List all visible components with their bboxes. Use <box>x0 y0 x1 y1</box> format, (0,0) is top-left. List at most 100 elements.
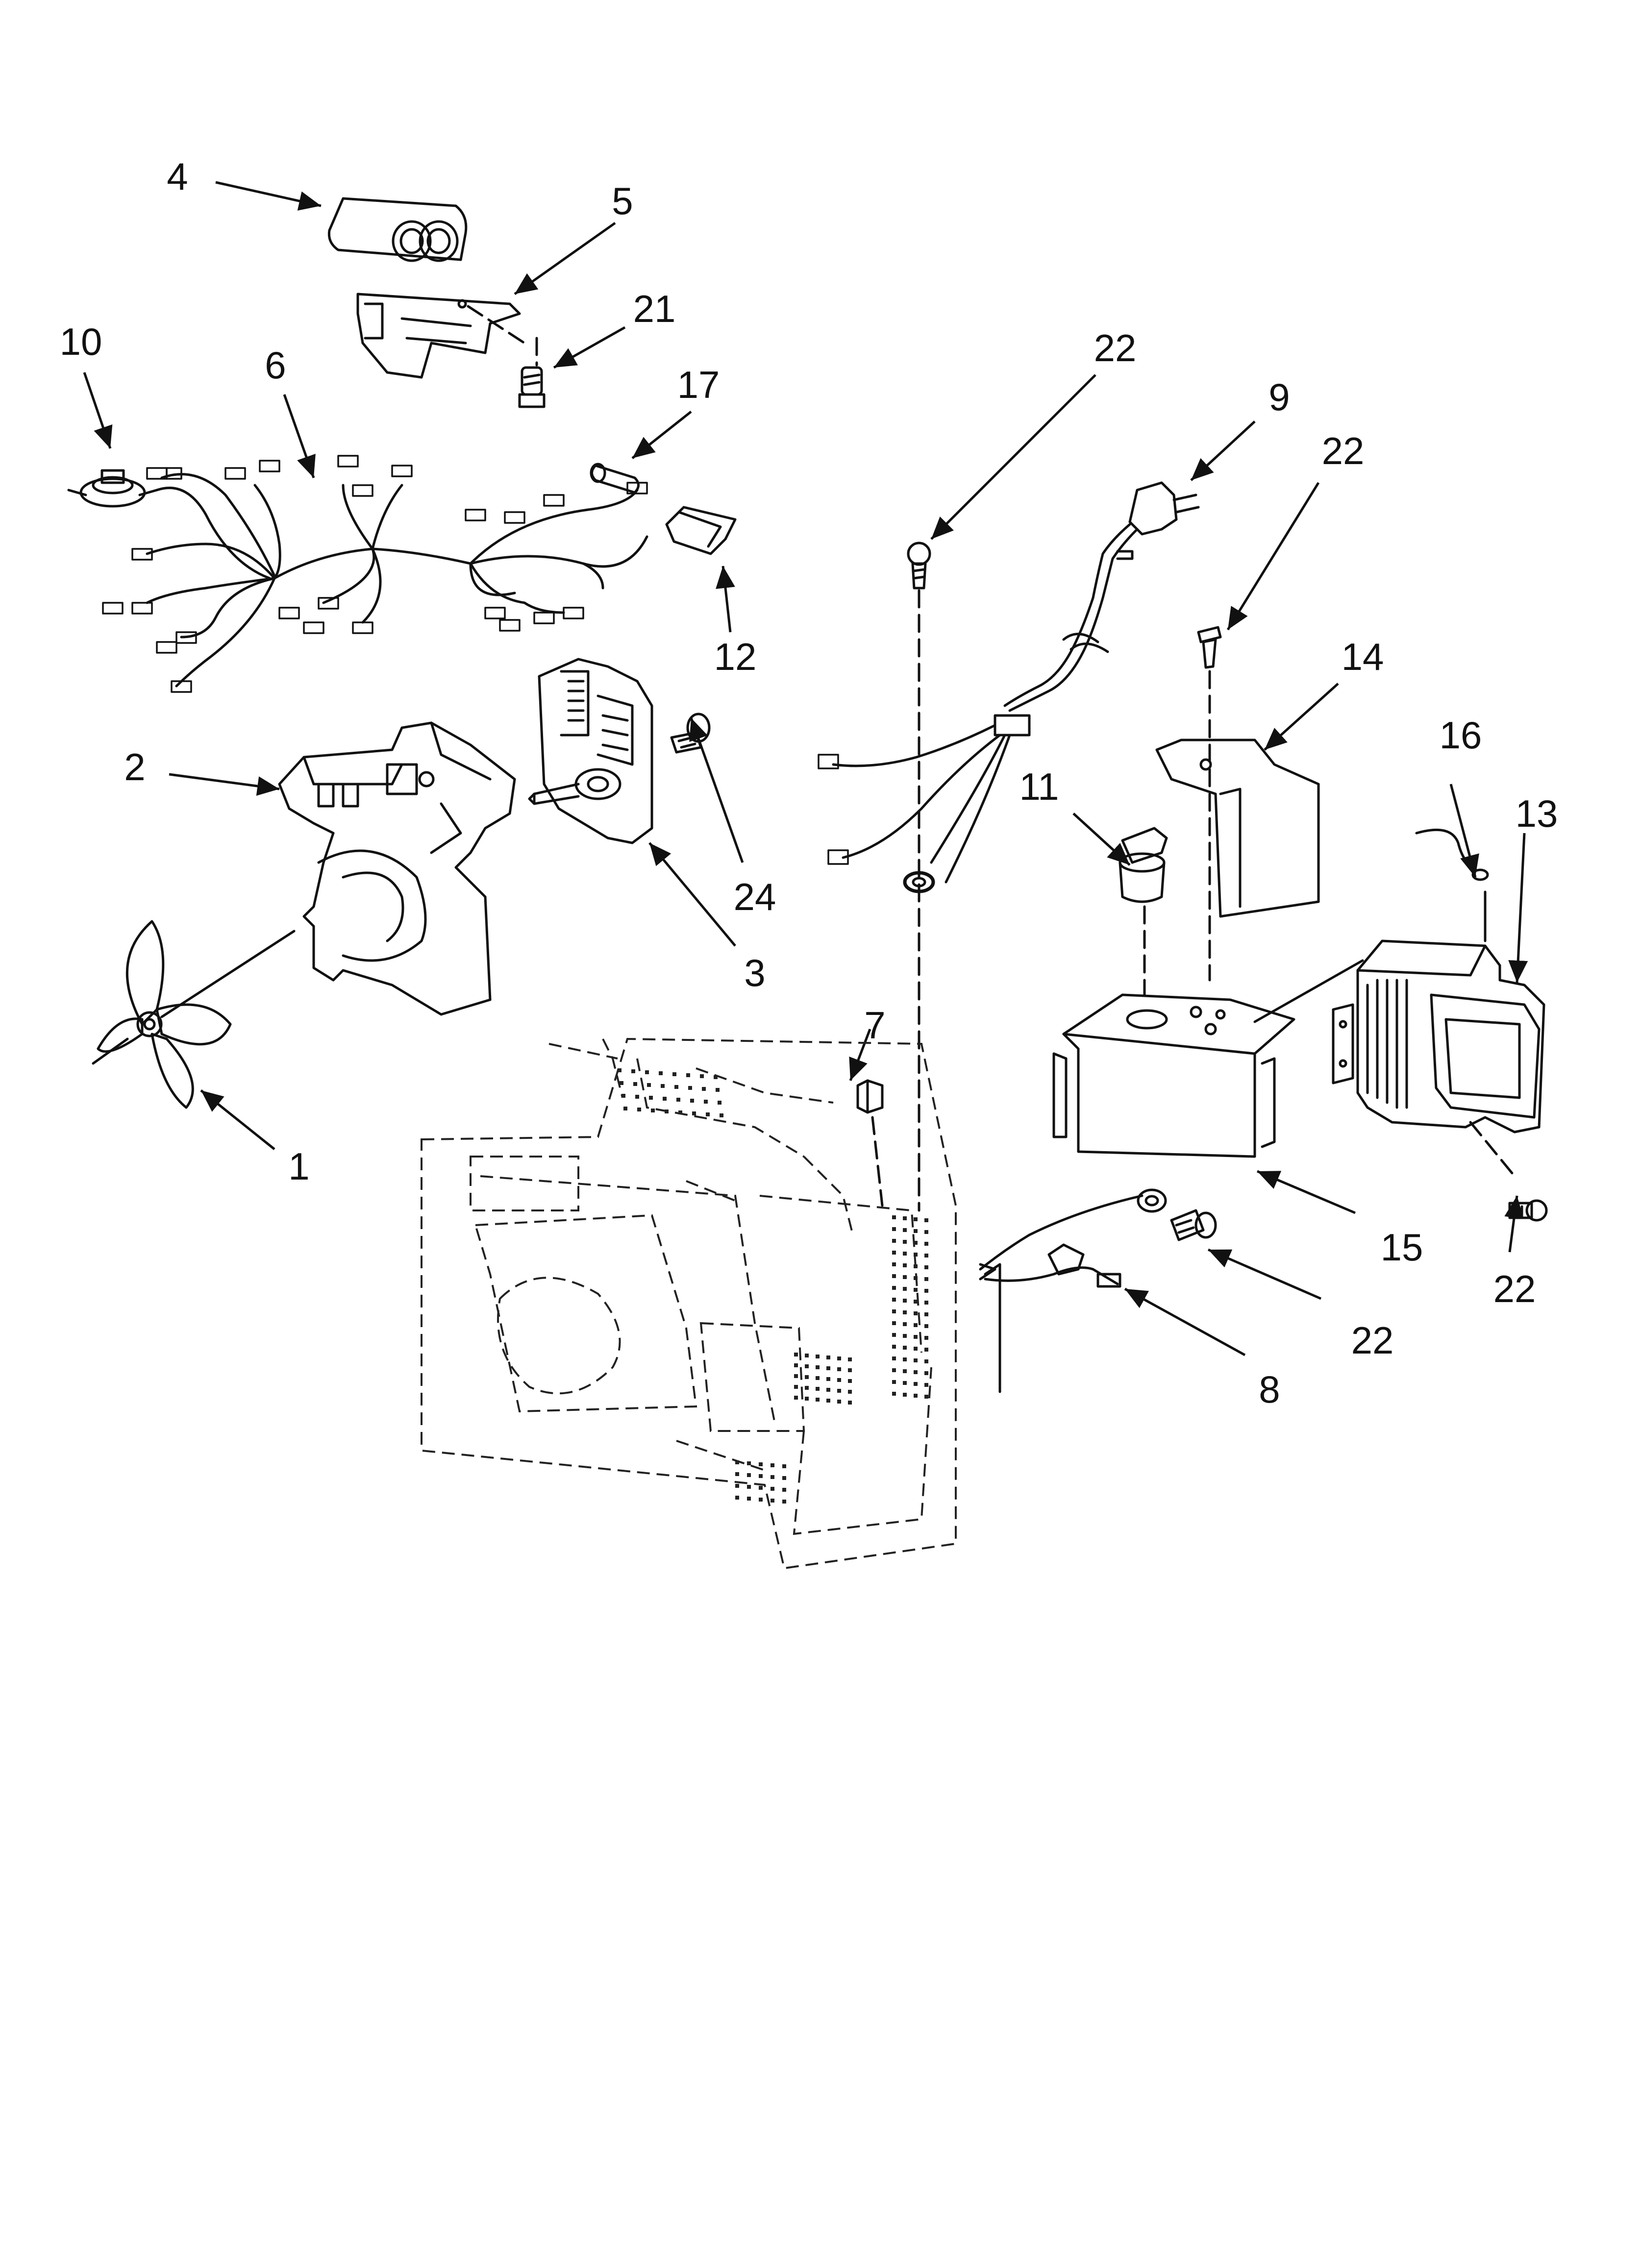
vent-dot <box>892 1274 896 1278</box>
vent-dot <box>759 1498 763 1502</box>
vent-dot <box>903 1287 907 1291</box>
diode-part <box>1119 827 1168 996</box>
vent-dot <box>647 1083 651 1087</box>
vent-dot <box>759 1486 763 1490</box>
callout-17: 17 <box>677 363 720 406</box>
vent-dot <box>837 1356 841 1360</box>
vent-dot <box>635 1095 639 1099</box>
power-cord-part <box>818 481 1200 893</box>
callout-6: 6 <box>265 344 286 387</box>
vent-dot <box>747 1473 751 1477</box>
vent-dot <box>759 1462 763 1466</box>
vent-dot <box>692 1111 696 1115</box>
vent-dot <box>622 1094 625 1098</box>
callout-5: 5 <box>612 179 633 222</box>
vent-dot <box>892 1356 896 1360</box>
vent-dot <box>771 1463 774 1467</box>
vent-dot <box>805 1364 809 1368</box>
callout-4: 4 <box>167 155 188 198</box>
vent-dot <box>924 1254 928 1257</box>
vent-dot <box>837 1367 841 1371</box>
callout-8: 8 <box>1259 1368 1280 1411</box>
vent-dot <box>892 1262 896 1266</box>
vent-dot <box>735 1460 739 1464</box>
vent-dot <box>892 1321 896 1325</box>
fuse-holder-part <box>665 506 737 555</box>
callout-9: 9 <box>1268 375 1290 419</box>
screw-22-right-part <box>1508 1199 1548 1222</box>
vent-dot <box>914 1264 918 1268</box>
vent-dot <box>805 1375 809 1379</box>
capacitor-part <box>327 197 468 262</box>
vent-dot <box>805 1354 809 1357</box>
vent-dot <box>903 1357 907 1361</box>
vent-dot <box>892 1309 896 1313</box>
vent-dot <box>816 1376 820 1380</box>
vent-dot <box>924 1359 928 1363</box>
vent-dot <box>924 1383 928 1387</box>
vent-dot <box>702 1087 706 1091</box>
vent-dot <box>651 1109 655 1112</box>
vent-dot <box>903 1310 907 1314</box>
vent-dot <box>924 1289 928 1293</box>
vent-dot <box>914 1358 918 1362</box>
callout-21: 21 <box>633 287 676 330</box>
vent-dot <box>892 1380 896 1384</box>
callout-11: 11 <box>1019 765 1059 808</box>
vent-dot <box>924 1312 928 1316</box>
vent-dot <box>690 1099 694 1103</box>
vent-dot <box>794 1353 798 1356</box>
vent-dot <box>649 1096 653 1100</box>
screw-21-part <box>518 337 546 408</box>
vent-dot <box>837 1378 841 1382</box>
screw-22-center-part <box>904 542 934 1212</box>
vent-dot <box>816 1355 820 1358</box>
vent-dot <box>771 1475 774 1479</box>
callout-13: 13 <box>1515 792 1558 835</box>
vent-dot <box>903 1334 907 1338</box>
callout-10: 10 <box>59 320 102 363</box>
vent-dot <box>892 1251 896 1255</box>
vent-dot <box>892 1298 896 1302</box>
vent-dot <box>747 1497 751 1501</box>
vent-dot <box>633 1082 637 1086</box>
vent-dot <box>805 1386 809 1390</box>
vent-dot <box>892 1215 896 1219</box>
thermostat-part <box>67 469 158 508</box>
shield-box-part <box>1052 959 1364 1158</box>
vent-dot <box>924 1265 928 1269</box>
vent-dot <box>924 1230 928 1234</box>
screw-22-bottom-part <box>1170 1209 1217 1241</box>
vent-dot <box>903 1369 907 1373</box>
vent-dot <box>618 1068 622 1072</box>
vent-dot <box>892 1368 896 1372</box>
vent-dot <box>623 1107 627 1110</box>
callout-3: 3 <box>744 951 766 994</box>
vent-dot <box>747 1485 751 1489</box>
vent-dot <box>826 1388 830 1392</box>
screw-22-upper-right-part <box>1197 626 1222 982</box>
wire-16-part <box>1415 828 1489 942</box>
vent-dot <box>759 1474 763 1478</box>
vent-dot <box>816 1365 820 1369</box>
vent-dot <box>924 1277 928 1281</box>
vent-dot <box>826 1366 830 1370</box>
vent-dot <box>735 1484 739 1488</box>
vent-dot <box>848 1379 852 1383</box>
vent-dot <box>892 1286 896 1290</box>
vent-dot <box>620 1081 623 1085</box>
fuse-part <box>590 463 640 494</box>
vent-dot <box>903 1346 907 1350</box>
vent-dot <box>892 1239 896 1243</box>
vent-dot <box>903 1240 907 1244</box>
vent-dot <box>903 1381 907 1385</box>
vent-dot <box>747 1461 751 1465</box>
vent-dot <box>714 1075 718 1079</box>
vent-dot <box>700 1074 704 1078</box>
vent-dot <box>816 1398 820 1402</box>
vent-dot <box>716 1088 720 1092</box>
vent-dot <box>794 1396 798 1400</box>
vent-dot <box>924 1301 928 1305</box>
